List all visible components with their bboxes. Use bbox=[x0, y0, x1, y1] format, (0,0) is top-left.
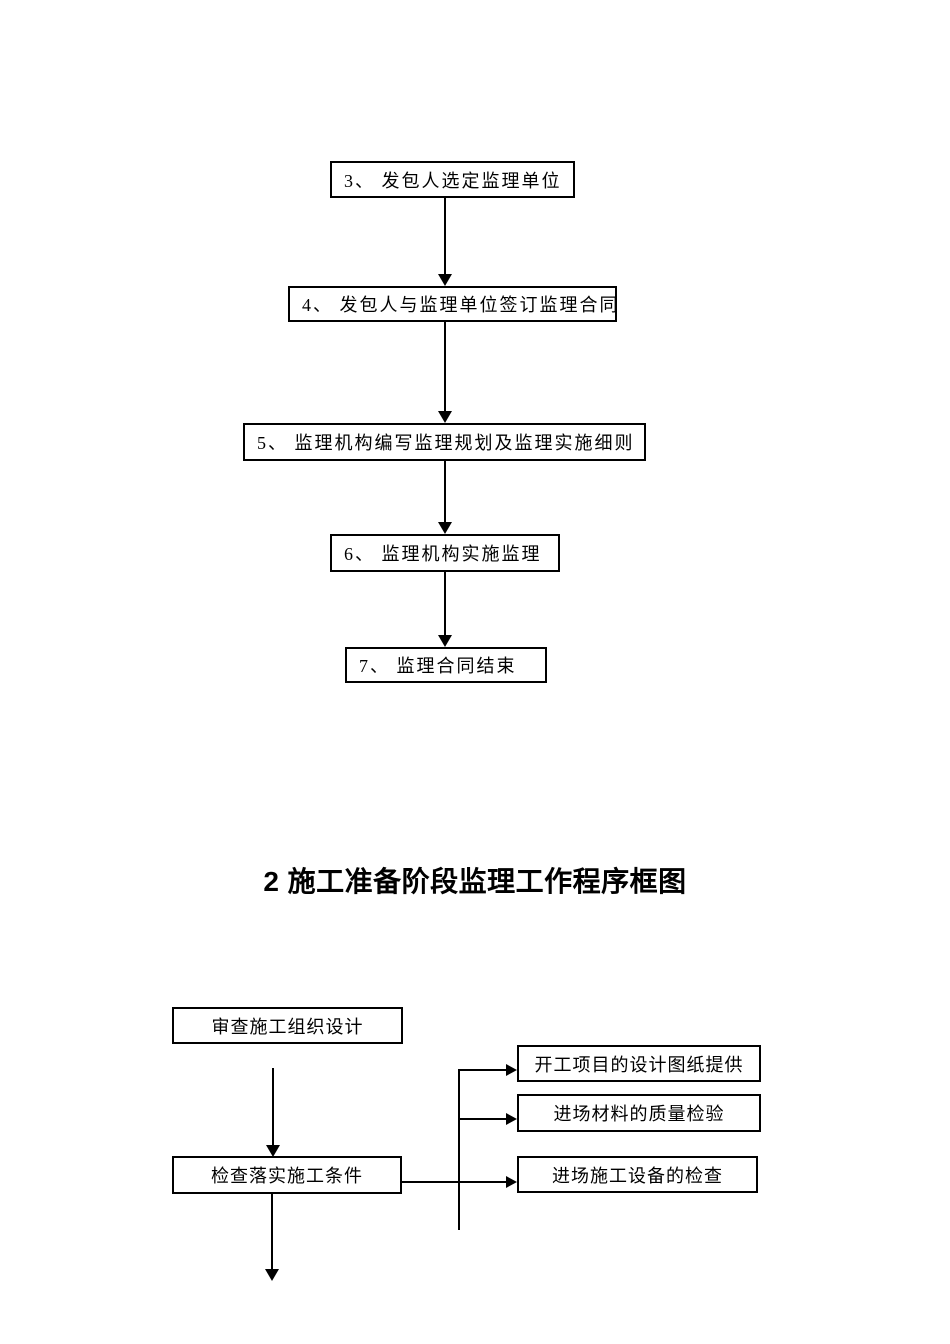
connector-line bbox=[444, 572, 446, 635]
branch-trunk-line bbox=[458, 1069, 460, 1230]
arrowhead-down-icon bbox=[438, 411, 452, 423]
node-supervision-contract-end: 7、 监理合同结束 bbox=[345, 647, 547, 683]
connector-line bbox=[458, 1069, 506, 1071]
connector-review-to-check bbox=[266, 1068, 280, 1157]
section-heading: 2 施工准备阶段监理工作程序框图 bbox=[263, 866, 687, 897]
node-incoming-equipment-inspection: 进场施工设备的检查 bbox=[517, 1156, 758, 1193]
arrowhead-right-icon bbox=[506, 1113, 517, 1125]
connector-node5-to-node6 bbox=[438, 461, 452, 534]
arrowhead-down-icon bbox=[265, 1269, 279, 1281]
connector-line bbox=[402, 1181, 506, 1183]
connector-node4-to-node5 bbox=[438, 322, 452, 423]
connector-line bbox=[271, 1194, 273, 1269]
node-label: 7、 监理合同结束 bbox=[359, 656, 517, 676]
node-select-supervision-unit: 3、 发包人选定监理单位 bbox=[330, 161, 575, 198]
node-label: 开工项目的设计图纸提供 bbox=[534, 1054, 744, 1075]
node-label: 进场材料的质量检验 bbox=[553, 1104, 725, 1124]
node-label: 进场施工设备的检查 bbox=[552, 1165, 723, 1186]
arrowhead-down-icon bbox=[438, 274, 452, 286]
connector-node6-to-node7 bbox=[438, 572, 452, 647]
connector-line bbox=[458, 1118, 506, 1120]
node-label: 5、 监理机构编写监理规划及监理实施细则 bbox=[257, 433, 635, 453]
node-label: 检查落实施工条件 bbox=[211, 1166, 363, 1186]
node-check-construction-conditions: 检查落实施工条件 bbox=[172, 1156, 402, 1194]
node-sign-supervision-contract: 4、 发包人与监理单位签订监理合同 bbox=[288, 286, 620, 322]
node-label: 3、 发包人选定监理单位 bbox=[344, 170, 562, 191]
connector-branch-to-drawings bbox=[458, 1063, 517, 1077]
node-label: 4、 发包人与监理单位签订监理合同 bbox=[302, 295, 620, 315]
connector-check-exit-down bbox=[265, 1194, 279, 1281]
arrowhead-right-icon bbox=[506, 1064, 517, 1076]
node-implement-supervision: 6、 监理机构实施监理 bbox=[330, 534, 560, 572]
connector-node3-to-node4 bbox=[438, 198, 452, 286]
node-label: 审查施工组织设计 bbox=[211, 1016, 364, 1037]
node-prepare-supervision-plan: 5、 监理机构编写监理规划及监理实施细则 bbox=[243, 423, 646, 461]
connector-line bbox=[444, 461, 446, 522]
connector-check-to-equipment bbox=[402, 1175, 517, 1189]
connector-line bbox=[272, 1068, 274, 1145]
node-design-drawings-provision: 开工项目的设计图纸提供 bbox=[517, 1045, 761, 1082]
node-label: 6、 监理机构实施监理 bbox=[344, 544, 542, 564]
arrowhead-right-icon bbox=[506, 1176, 517, 1188]
node-incoming-materials-quality-inspection: 进场材料的质量检验 bbox=[517, 1094, 761, 1132]
node-review-construction-organization-design: 审查施工组织设计 bbox=[172, 1007, 403, 1044]
arrowhead-down-icon bbox=[438, 635, 452, 647]
connector-branch-to-materials bbox=[458, 1112, 517, 1126]
connector-line bbox=[444, 322, 446, 411]
connector-line bbox=[444, 198, 446, 274]
arrowhead-down-icon bbox=[266, 1145, 280, 1157]
arrowhead-down-icon bbox=[438, 522, 452, 534]
